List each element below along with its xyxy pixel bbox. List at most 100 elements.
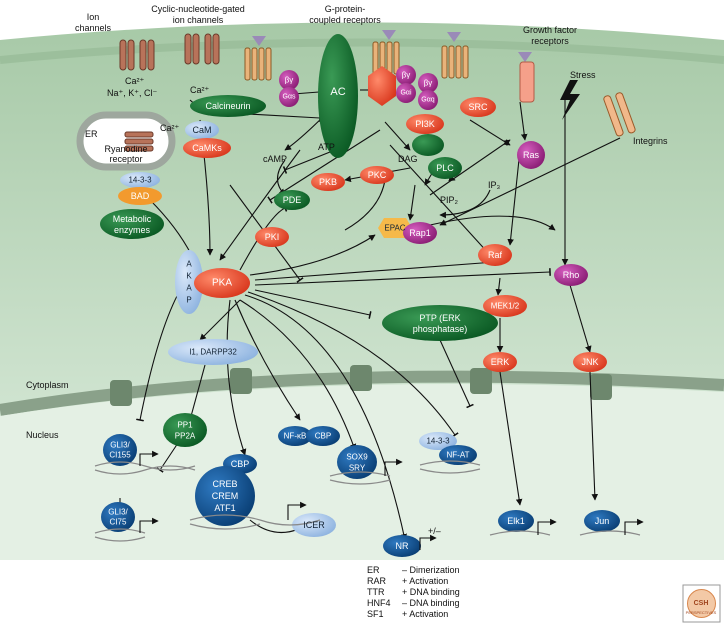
node-pkb: PKB [319,177,337,187]
label-ion-channels-1: Ion [87,12,100,22]
node-ptp-2: phosphatase) [413,324,468,334]
node-sox-1: SOX9 [346,453,368,462]
node-camks: CaMKs [192,143,222,153]
node-cbp-2: CBP [315,432,331,441]
node-akap-3: A [186,284,192,293]
node-labels: Calcineurin CaM CaMKs AC βγ Gαs βγ Gαi β… [108,71,609,552]
node-14-3-3-a: 14-3-3 [128,176,152,185]
node-jnk: JNK [581,357,598,367]
label-ca-er: Ca²⁺ [160,123,180,133]
label-pip2: PIP₂ [440,195,459,205]
integrin-icon [603,92,636,137]
node-metabolic-1: Metabolic [113,214,152,224]
node-rho: Rho [563,270,580,280]
nr-regulation-table: ER – Dimerization RAR + Activation TTR +… [367,565,460,619]
plasma-membrane [0,38,724,64]
gpcr-icon [244,41,469,81]
label-gpcr-2: coupled receptors [309,15,381,25]
csh-logo-text-2: PERSPECTIVES [686,610,717,615]
node-creb-3: ATF1 [214,503,235,513]
label-nucleus: Nucleus [26,430,59,440]
node-ras: Ras [523,150,540,160]
label-cng-1: Cyclic-nucleotide-gated [151,4,245,14]
label-ryanodine-1: Ryanodine [104,144,147,154]
node-bg3: βγ [424,79,433,88]
node-gli75-1: GLI3/ [108,508,128,517]
node-akap-2: K [186,272,192,281]
node-pp1-1: PP1 [177,421,193,430]
label-growth-factor-1: Growth factor [523,25,577,35]
label-cng-2: ion channels [173,15,224,25]
node-mek: MEK1/2 [491,302,520,311]
node-pka: PKA [212,278,232,289]
nuclear-pores [110,365,612,406]
node-bg1: βγ [285,76,294,85]
nr-row-effect: – Dimerization [402,565,460,575]
node-bad: BAD [131,191,150,201]
label-ca-ion: Ca²⁺ [125,76,145,86]
node-pp1-2: PP2A [175,432,196,441]
nr-row-receptor: HNF4 [367,598,391,608]
label-stress: Stress [570,70,596,80]
node-erk: ERK [491,357,510,367]
nr-row-effect: + DNA binding [402,587,460,597]
node-ptp-1: PTP (ERK [419,313,460,323]
nr-row-receptor: SF1 [367,609,384,619]
node-gli155-2: CI155 [109,451,131,460]
node-shapes [100,34,620,557]
node-rap1: Rap1 [409,228,431,238]
ion-channel-icon [119,33,220,71]
label-er: ER [85,129,98,139]
csh-logo-text-1: CSH [694,600,709,607]
label-plus-minus: +/– [428,526,441,536]
nr-row-receptor: TTR [367,587,385,597]
lightning-icon [560,80,580,120]
node-i1-darpp32: I1, DARPP32 [189,348,237,357]
node-src: SRC [468,102,488,112]
label-ip3: IP₃ [488,180,501,190]
label-integrins: Integrins [633,136,668,146]
nr-row-effect: – DNA binding [402,598,460,608]
node-nr: NR [396,541,409,551]
node-nfat: NF-AT [447,451,470,460]
csh-logo-circle [687,589,716,618]
label-camp: cAMP [263,154,287,164]
label-ions-list: Na⁺, K⁺, Cl⁻ [107,88,158,98]
node-ga2: Gαi [400,90,411,97]
transcription-start-arrows [139,450,644,550]
label-growth-factor-2: receptors [531,36,569,46]
node-ga1: Gαs [283,94,296,101]
nr-row-receptor: RAR [367,576,387,586]
node-metabolic-2: enzymes [114,225,151,235]
node-sox-2: SRY [349,464,366,473]
node-gli155-1: GLI3/ [110,441,130,450]
node-calcineurin: Calcineurin [205,101,250,111]
node-cam: CaM [192,125,211,135]
node-bg2: βγ [402,71,411,80]
node-nfkb: NF-κB [284,432,307,441]
node-creb-2: CREM [212,491,239,501]
label-atp: ATP [318,142,335,152]
node-akap-1: A [186,260,192,269]
node-pde: PDE [283,195,302,205]
region-labels: Ion channels Cyclic-nucleotide-gated ion… [26,4,717,615]
label-cytoplasm: Cytoplasm [26,380,69,390]
label-ca-cng: Ca²⁺ [190,85,210,95]
node-pki: PKI [265,232,280,242]
node-elk1: Elk1 [507,516,525,526]
nr-row-effect: + Activation [402,576,448,586]
node-14-3-3-b: 14-3-3 [426,437,450,446]
node-ga3: Gαq [421,97,434,104]
nr-row-effect: + Activation [402,609,448,619]
node-epac: EPAC [384,224,405,233]
label-ryanodine-2: receptor [109,154,142,164]
node-cbp-1: CBP [231,459,250,469]
node-raf: Raf [488,250,503,260]
node-ac: AC [330,86,345,98]
growth-factor-receptor-icon [519,61,535,103]
node-akap-4: P [186,296,191,305]
node-gli75-2: CI75 [110,518,127,527]
node-pkc: PKC [368,170,387,180]
label-gpcr-1: G-protein- [325,4,366,14]
